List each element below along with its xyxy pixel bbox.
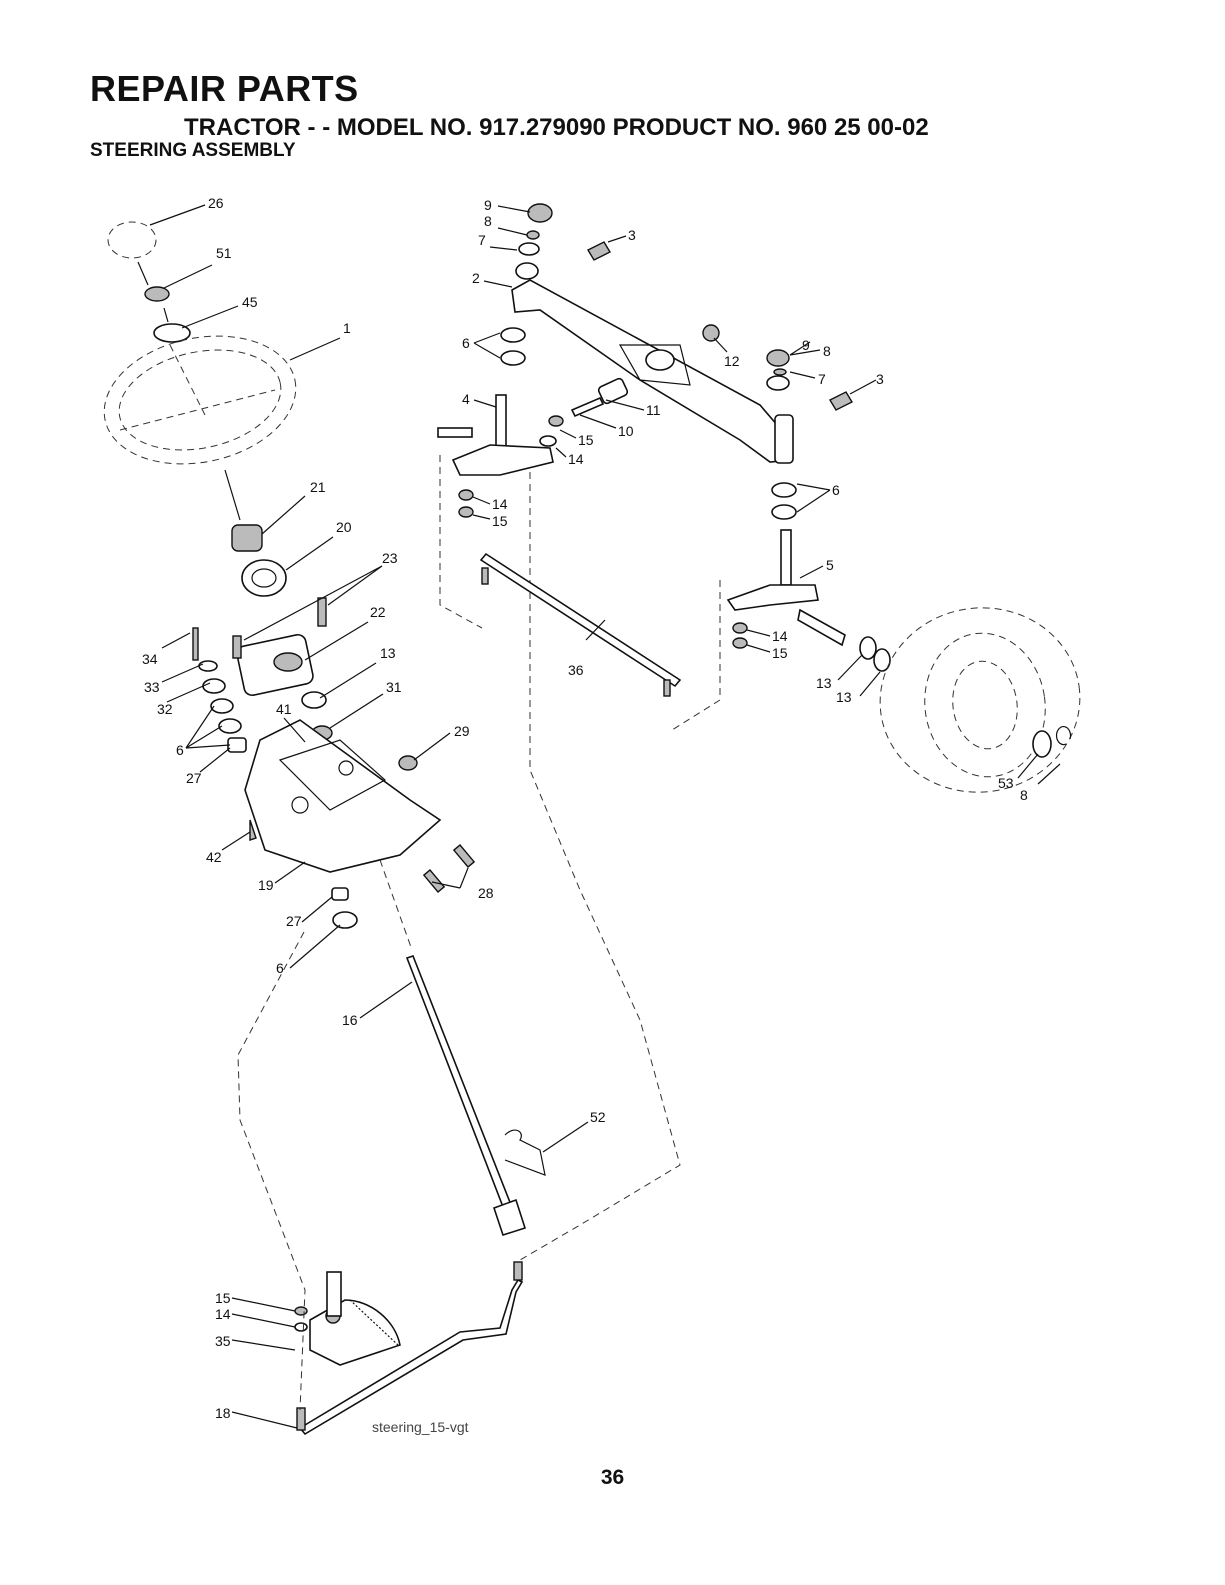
callout-6: 6 [176,742,184,758]
callout-9: 9 [484,197,492,213]
callout-7: 7 [478,232,486,248]
callout-34: 34 [142,651,158,667]
callout-42: 42 [206,849,222,865]
callout-6d: 6 [832,482,840,498]
callout-27b: 27 [286,913,302,929]
page-number: 36 [0,1466,1225,1490]
callout-23: 23 [382,550,398,566]
callout-14b: 14 [568,451,584,467]
callout-10: 10 [618,423,634,439]
callout-4: 4 [462,391,470,407]
callout-2: 2 [472,270,480,286]
callout-35: 35 [215,1333,231,1349]
callout-33: 33 [144,679,160,695]
callout-14d: 14 [772,628,788,644]
callout-15c: 15 [492,513,508,529]
callout-6b: 6 [276,960,284,976]
callout-8b: 8 [823,343,831,359]
callout-28: 28 [478,885,494,901]
callout-8: 8 [484,213,492,229]
callout-6c: 6 [462,335,470,351]
callout-41: 41 [276,701,292,717]
callout-13c: 13 [836,689,852,705]
callout-14: 14 [215,1306,231,1322]
front-axle-group [438,204,1092,805]
callout-13b: 13 [816,675,832,691]
diagram-caption: steering_15-vgt [372,1419,469,1435]
callout-15d: 15 [772,645,788,661]
callout-27: 27 [186,770,202,786]
callout-16: 16 [342,1012,358,1028]
callout-9b: 9 [802,337,810,353]
callout-45: 45 [242,294,258,310]
callout-19: 19 [258,877,274,893]
callout-7b: 7 [818,371,826,387]
callout-12: 12 [724,353,740,369]
callout-52: 52 [590,1109,606,1125]
callout-18: 18 [215,1405,231,1421]
callout-8c: 8 [1020,787,1028,803]
callout-29: 29 [454,723,470,739]
callout-53: 53 [998,775,1014,791]
callout-15b: 15 [578,432,594,448]
callout-20: 20 [336,519,352,535]
callout-3: 3 [628,227,636,243]
callout-31: 31 [386,679,402,695]
callout-22: 22 [370,604,386,620]
callout-21: 21 [310,479,326,495]
callout-14c: 14 [492,496,508,512]
callout-15: 15 [215,1290,231,1306]
callout-26: 26 [208,195,224,211]
callout-11: 11 [646,402,661,418]
callout-5: 5 [826,557,834,573]
callout-13: 13 [380,645,396,661]
callout-36: 36 [568,662,584,678]
callout-1: 1 [343,320,351,336]
callout-3b: 3 [876,371,884,387]
callout-32: 32 [157,701,173,717]
callout-51: 51 [216,245,232,261]
